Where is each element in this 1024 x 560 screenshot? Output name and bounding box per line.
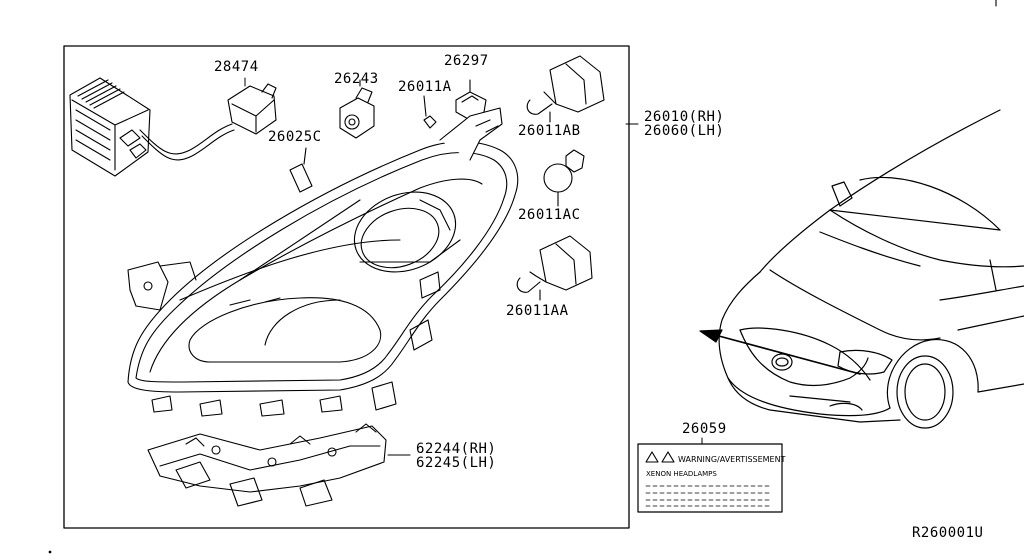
ballast-unit (69, 77, 277, 177)
callout-26011a: 26011A (398, 79, 452, 95)
reference-code: R260001U (912, 525, 984, 541)
bulb-26011ac (543, 149, 585, 207)
callout-26243: 26243 (334, 71, 379, 87)
vehicle-outline (699, 109, 1024, 429)
callout-28474: 28474 (214, 59, 259, 75)
headlamp-assembly (127, 107, 519, 417)
parts-frame (63, 45, 630, 529)
callout-26059: 26059 (682, 421, 727, 437)
callout-26011ac: 26011AC (518, 207, 581, 223)
bulb-26011ab (526, 55, 605, 123)
bulb-26025c (289, 147, 313, 193)
callout-26297: 26297 (444, 53, 489, 69)
bulb-26011a (423, 95, 437, 129)
callout-26025c: 26025C (268, 129, 322, 145)
callout-62245-lh: 62245(LH) (416, 455, 497, 471)
warning-label-box (637, 443, 783, 513)
callout-26011ab: 26011AB (518, 123, 581, 139)
callout-26010-rh: 26010(RH) (644, 109, 725, 125)
headlamp-bracket (147, 423, 387, 507)
warning-label-subtitle: XENON HEADLAMPS (646, 470, 717, 478)
warning-label-title: WARNING/AVERTISSEMENT (678, 455, 786, 464)
callout-26011aa: 26011AA (506, 303, 569, 319)
callout-62244-rh: 62244(RH) (416, 441, 497, 457)
bulb-26011aa (516, 235, 593, 301)
socket-26243 (339, 79, 375, 139)
callout-26060-lh: 26060(LH) (644, 123, 725, 139)
